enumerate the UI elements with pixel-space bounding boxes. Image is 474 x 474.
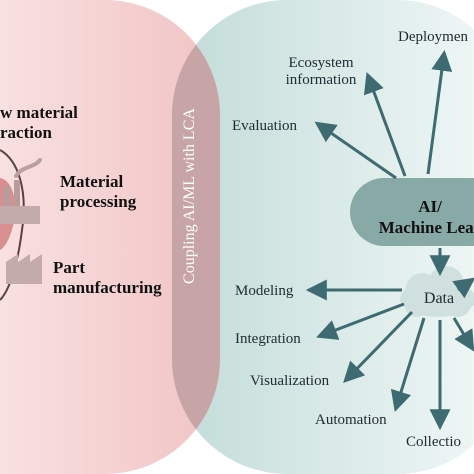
ecosystem-information-label: Ecosystem information <box>285 55 357 89</box>
data-node-label: Data <box>423 290 455 307</box>
arrow-to-automation <box>390 317 426 413</box>
arrow-to-ecosystem <box>363 72 407 177</box>
ai-node-shape <box>350 178 474 246</box>
coupling-label: Coupling AI/ML with LCA <box>181 108 198 284</box>
automation-label: Automation <box>315 412 387 428</box>
lifecycle-illustration <box>0 149 42 301</box>
ai-ml-panel <box>172 0 474 474</box>
arrow-to-visualization <box>343 310 414 384</box>
deployment-label: Deploymen <box>398 29 468 45</box>
modeling-label: Modeling <box>235 283 294 299</box>
arrow-to-deployment <box>426 49 453 175</box>
data-arrows <box>305 277 474 431</box>
ai-ml-node-label: AI/ Machine Lear <box>378 197 474 238</box>
lca-panel <box>0 0 220 474</box>
arrow-right-up <box>452 277 474 299</box>
arrow-to-evaluation <box>314 121 397 180</box>
arrow-to-integration <box>316 302 405 340</box>
integration-label: Integration <box>235 331 301 347</box>
part-manufacturing-label: Part manufacturing <box>53 258 162 297</box>
arrow-right-down <box>452 317 474 352</box>
factory-icon-2 <box>6 254 42 284</box>
evaluation-label: Evaluation <box>232 118 297 134</box>
visualization-label: Visualization <box>250 373 330 389</box>
raw-material-extraction-label: w material raction <box>0 103 78 142</box>
collection-label: Collectio <box>406 434 461 450</box>
factory-icon <box>0 158 42 224</box>
ai-arrows <box>314 49 453 277</box>
material-processing-label: Material processing <box>60 172 137 211</box>
